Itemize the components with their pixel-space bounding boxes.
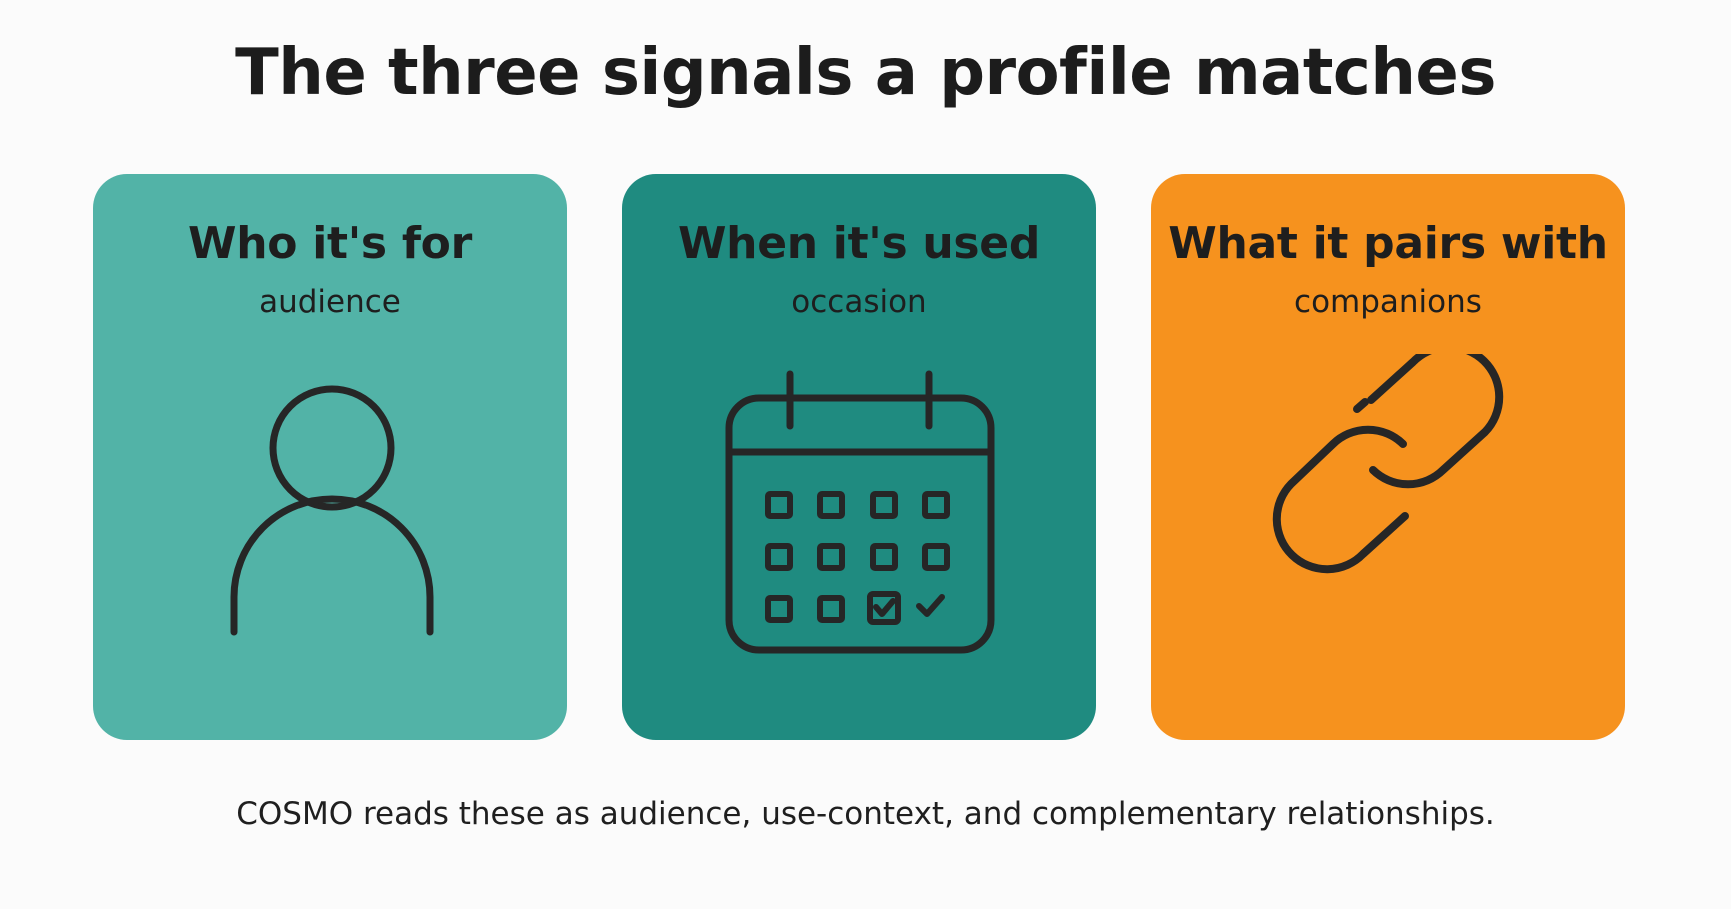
card-heading: Who it's for [188, 218, 472, 269]
card-heading: What it pairs with [1168, 218, 1608, 269]
card-subheading: companions [1294, 284, 1482, 320]
card-subheading: audience [259, 284, 401, 320]
page-title: The three signals a profile matches [235, 36, 1496, 110]
card-occasion: When it's used occasion [622, 174, 1096, 740]
calendar-icon [725, 370, 995, 654]
card-heading: When it's used [677, 218, 1041, 269]
link-icon [1272, 354, 1504, 574]
card-subheading: occasion [791, 284, 927, 320]
card-companions: What it pairs with companions [1151, 174, 1625, 740]
caption: COSMO reads these as audience, use-conte… [236, 796, 1495, 832]
person-icon [230, 385, 434, 636]
card-audience: Who it's for audience [93, 174, 567, 740]
